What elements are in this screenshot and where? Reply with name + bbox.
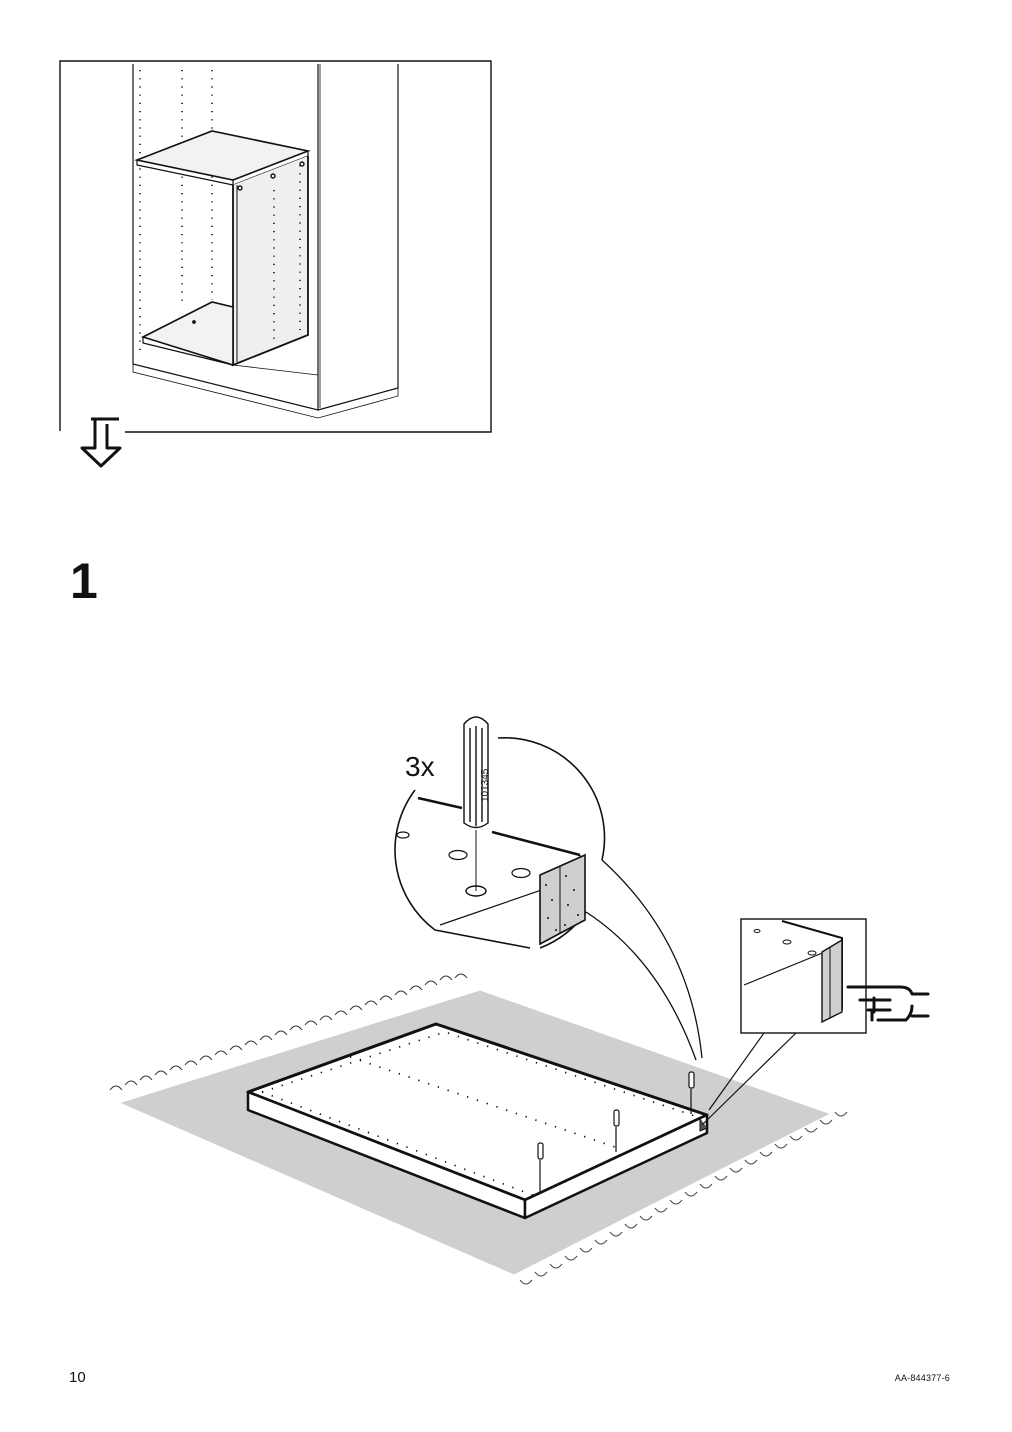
- dowel-icon: [537, 1071, 695, 1192]
- arrow-down-icon: [80, 417, 122, 468]
- page-number: 10: [69, 1369, 86, 1386]
- dowel-icon: [463, 716, 489, 829]
- document-code: AA-844377-6: [894, 1373, 950, 1383]
- pointing-hand-icon: [846, 985, 930, 1022]
- detail-frame: [740, 918, 867, 1034]
- step-number: 1: [70, 553, 98, 609]
- part-number: 101345: [480, 768, 491, 802]
- quantity-label: 3x: [405, 751, 435, 782]
- previous-step-frame: [59, 60, 492, 433]
- shelf-panel-side: [523, 1113, 709, 1220]
